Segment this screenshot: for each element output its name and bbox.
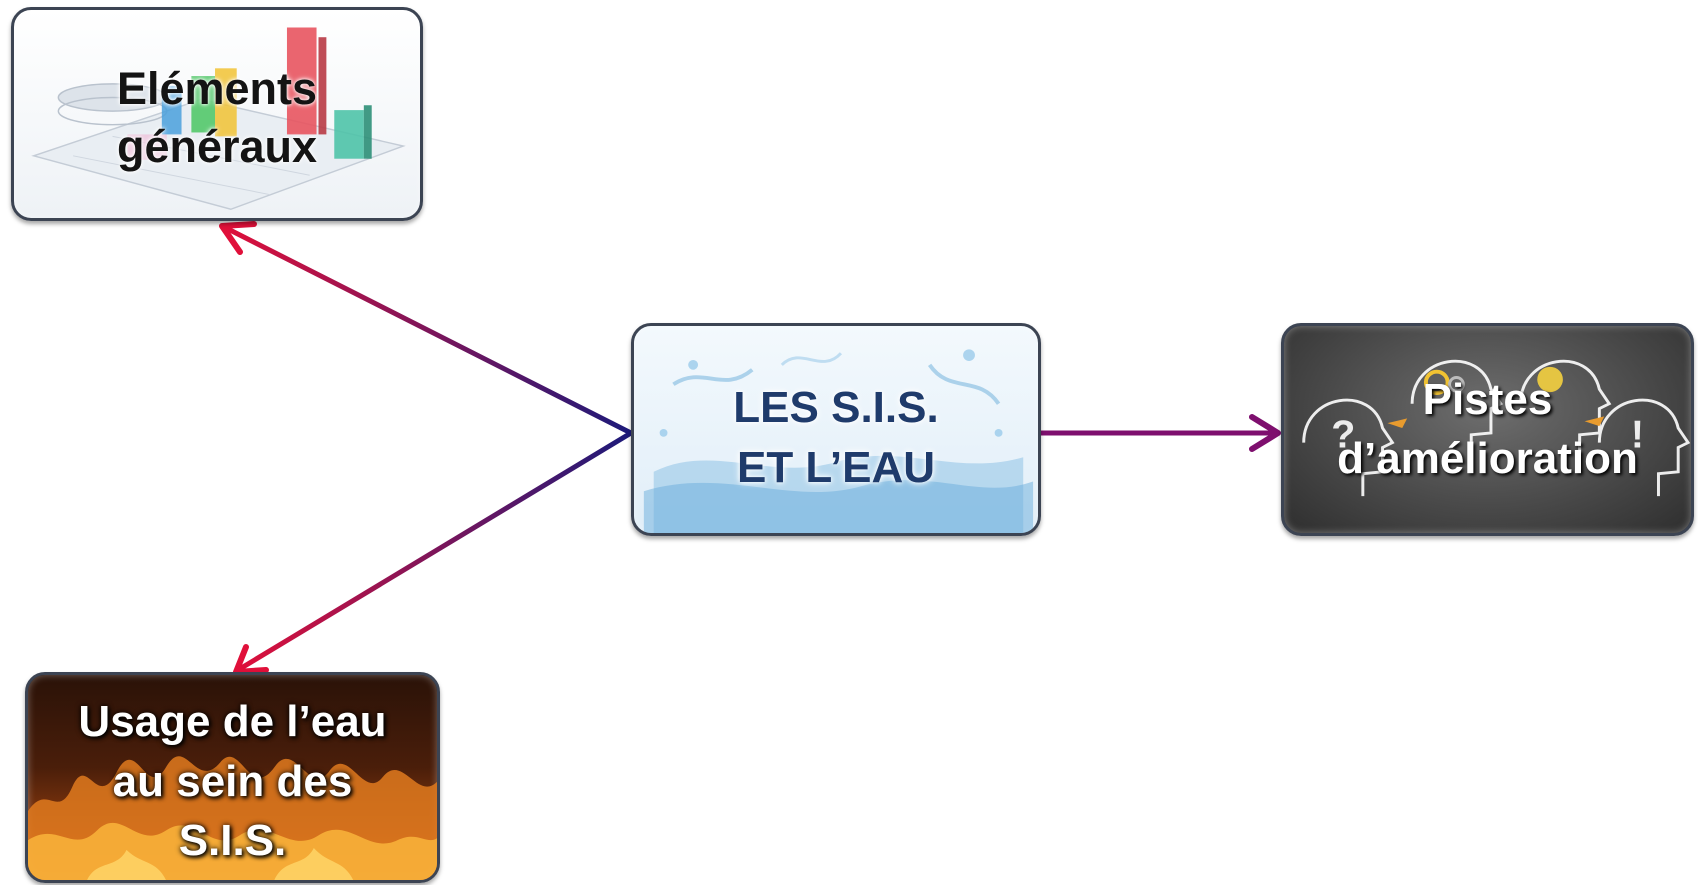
arrow-to-usage [233,430,634,675]
node-label-center: LES S.I.S. ET L’EAU [733,382,939,492]
node-label-usage: Usage de l’eau au sein des S.I.S. [78,696,387,866]
ideas-heads-illustration: ? ! [1302,359,1691,497]
fire-flames-illustration [28,756,437,880]
node-usage-de-leau[interactable]: Usage de l’eau au sein des S.I.S. [25,672,440,883]
arrowhead-pistes [1249,414,1281,452]
svg-text:?: ? [1331,414,1355,457]
node-label-pistes: Pistes d’amélioration [1337,375,1638,483]
svg-text:!: ! [1631,414,1644,457]
node-elements-generaux[interactable]: Eléments généraux [11,7,423,221]
water-splash-illustration [643,349,1034,533]
bar-chart-illustration [31,27,406,211]
node-les-sis-et-leau[interactable]: LES S.I.S. ET L’EAU [631,323,1041,536]
arrowhead-general [219,221,257,255]
arrow-to-pistes [1038,414,1281,452]
node-pistes-amelioration[interactable]: ? ! Pistes d’amélioration [1281,323,1694,536]
node-label-general: Eléments généraux [116,63,318,172]
arrow-to-general [219,221,634,436]
